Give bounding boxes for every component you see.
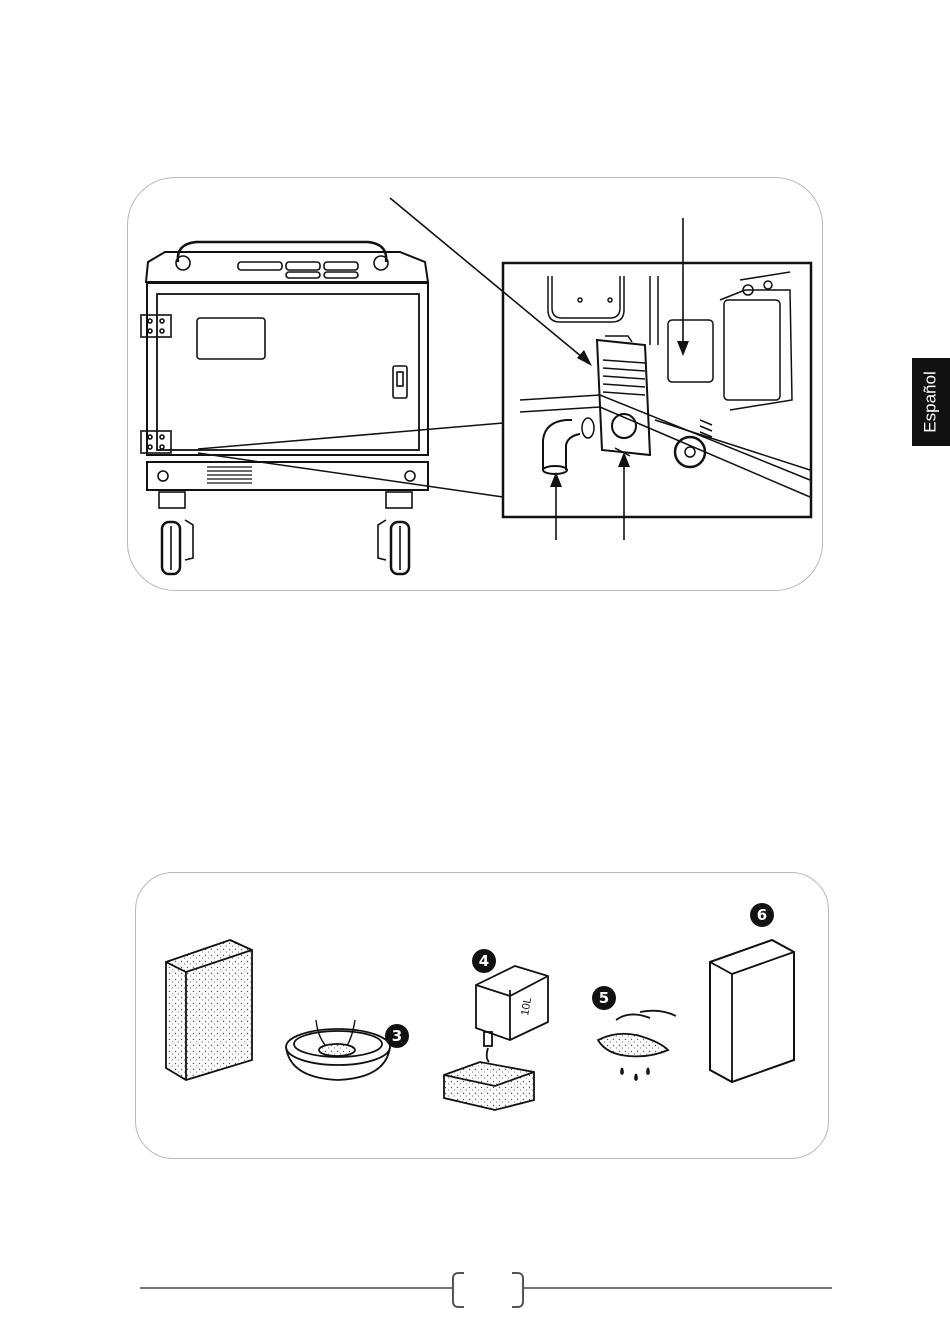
cleaner-canister-icon	[476, 966, 548, 1062]
canister-label: 10L	[519, 996, 534, 1016]
foam-filter-dirty	[166, 940, 252, 1080]
foam-sponge-icon	[444, 1062, 534, 1110]
footer-rule-left	[140, 1287, 452, 1289]
language-tab-label: Español	[921, 371, 941, 432]
foam-filter-clean	[710, 940, 794, 1082]
footer-rule-right	[524, 1287, 832, 1289]
footer-bracket-right	[512, 1272, 524, 1308]
squeeze-filter-icon	[598, 1011, 676, 1080]
step-badge-3: 3	[385, 1024, 409, 1048]
page-number	[462, 1276, 514, 1300]
step-badge-4: 4	[472, 949, 496, 973]
washing-basin-icon	[286, 1020, 390, 1080]
language-tab[interactable]: Español	[912, 358, 950, 446]
step-badge-6: 6	[750, 903, 774, 927]
step-badge-5: 5	[592, 986, 616, 1010]
